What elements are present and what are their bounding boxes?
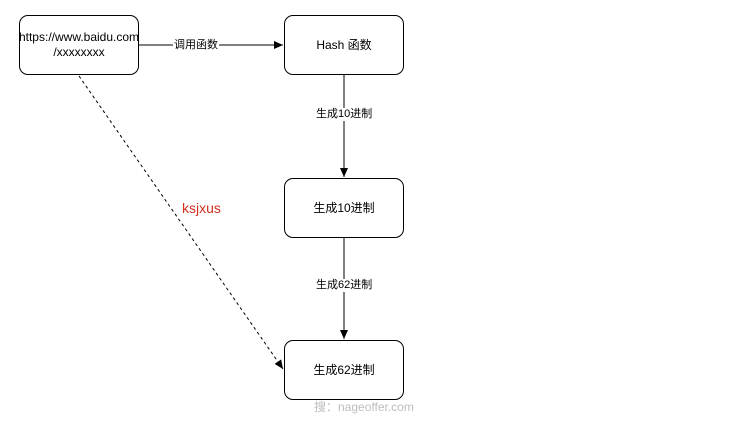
base10-node[interactable]: 生成10进制 bbox=[284, 178, 404, 238]
base10-node-label: 生成10进制 bbox=[313, 200, 375, 215]
base62-node-label: 生成62进制 bbox=[313, 362, 375, 377]
url-node-line1: https://www.baidu.com bbox=[18, 30, 140, 44]
edge-gen62-label: 生成62进制 bbox=[315, 279, 374, 292]
edge-shortcut-dashed-line bbox=[78, 75, 284, 370]
url-node[interactable]: https://www.baidu.com /xxxxxxxx bbox=[19, 15, 139, 75]
edge-gen10-label: 生成10进制 bbox=[315, 108, 374, 121]
watermark-text: 搜：nageoffer.com bbox=[314, 400, 414, 414]
base62-node[interactable]: 生成62进制 bbox=[284, 340, 404, 400]
hash-function-node[interactable]: Hash 函数 bbox=[284, 15, 404, 75]
edge-call-label: 调用函数 bbox=[173, 39, 219, 52]
shortcut-annotation-label: ksjxus bbox=[182, 200, 221, 216]
hash-function-node-label: Hash 函数 bbox=[316, 37, 372, 52]
url-node-line2: /xxxxxxxx bbox=[53, 45, 105, 59]
